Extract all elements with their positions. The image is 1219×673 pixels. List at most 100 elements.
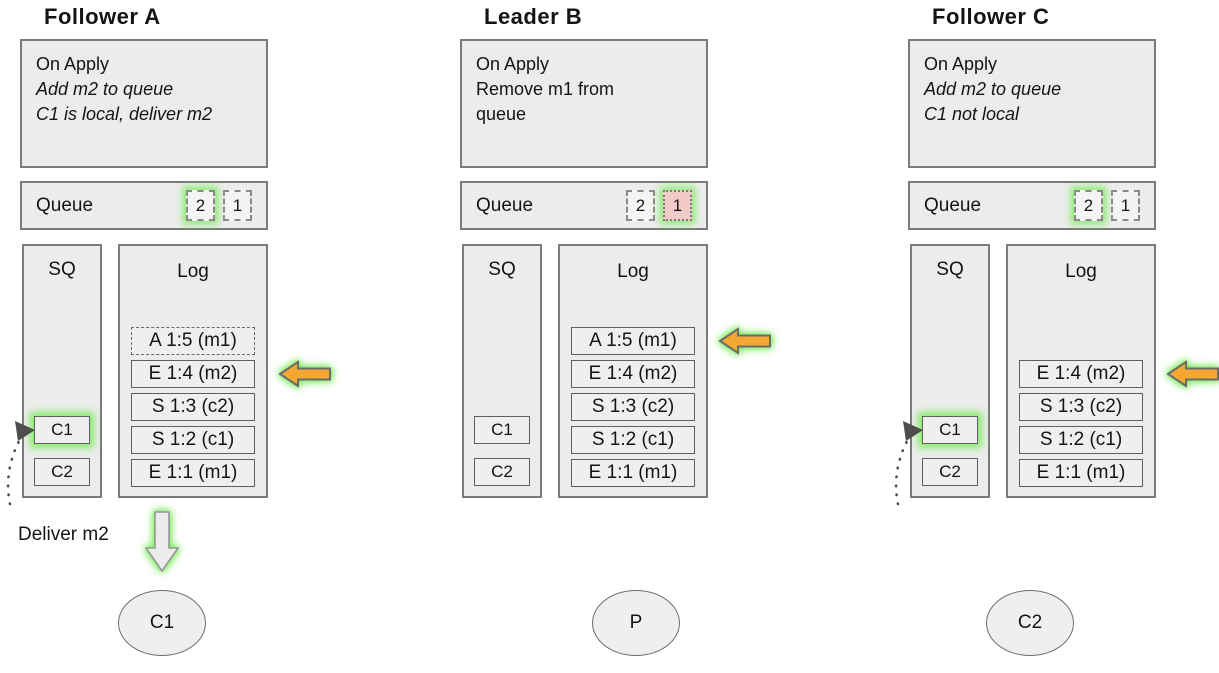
log-label: Log bbox=[617, 261, 649, 282]
orange-left-arrow-icon bbox=[718, 327, 771, 355]
queue-item: 2 bbox=[186, 190, 215, 221]
dotted-pointer-arrow-icon bbox=[894, 421, 923, 506]
log-entry: E 1:4 (m2) bbox=[131, 360, 331, 388]
log-entry-label: E 1:1 (m1) bbox=[588, 462, 678, 483]
sq-item: C1 bbox=[34, 416, 90, 444]
sq-item-value: C2 bbox=[939, 462, 961, 481]
log-entries: A 1:5 (m1) E 1:4 (m2) S 1:3 (c2) S 1:2 (… bbox=[131, 327, 331, 487]
queue-item-value: 1 bbox=[672, 195, 683, 215]
deliver-down-arrow-icon bbox=[145, 511, 179, 573]
log-entry: E 1:1 (m1) bbox=[131, 459, 255, 487]
queue-item-value: 2 bbox=[195, 195, 206, 215]
client-node-label: C2 bbox=[1017, 612, 1043, 633]
follower-c-panel: Follower C On Apply Add m2 to queue C1 n… bbox=[894, 0, 1219, 673]
queue-item: 2 bbox=[626, 190, 655, 221]
log-entry-label: S 1:2 (c1) bbox=[151, 429, 235, 450]
log-label: Log bbox=[177, 261, 209, 282]
sq-item-value: C1 bbox=[51, 420, 73, 439]
log-entry-label: E 1:4 (m2) bbox=[588, 363, 678, 384]
on-apply-line: queue bbox=[476, 104, 527, 124]
queue-item: 2 bbox=[1074, 190, 1103, 221]
log-entry-label: A 1:5 (m1) bbox=[149, 330, 237, 351]
log-box: Log A 1:5 (m1) E 1:4 (m2) S 1:3 (c2) S 1… bbox=[558, 244, 771, 498]
orange-left-arrow-icon bbox=[1166, 360, 1219, 388]
log-entry: S 1:3 (c2) bbox=[1019, 393, 1143, 421]
sq-item: C2 bbox=[34, 458, 90, 486]
log-entry-label: E 1:1 (m1) bbox=[1036, 462, 1126, 483]
queue-items: 2 1 bbox=[186, 190, 252, 221]
orange-left-arrow-icon bbox=[278, 360, 331, 388]
log-entries: E 1:4 (m2) S 1:3 (c2) S 1:2 (c1) E 1:1 (… bbox=[1019, 360, 1219, 487]
deliver-label: Deliver m2 bbox=[18, 524, 109, 545]
queue-item-value: 2 bbox=[635, 195, 646, 215]
log-entry: E 1:1 (m1) bbox=[1019, 459, 1143, 487]
on-apply-box: On Apply Add m2 to queue C1 not local bbox=[908, 39, 1156, 168]
queue-item: 1 bbox=[223, 190, 252, 221]
log-label: Log bbox=[1065, 261, 1097, 282]
log-entry: S 1:2 (c1) bbox=[131, 426, 255, 454]
log-entry: E 1:4 (m2) bbox=[1019, 360, 1219, 388]
leader-b-panel: Leader B On Apply Remove m1 from queue Q… bbox=[460, 0, 771, 673]
on-apply-line: Add m2 to queue bbox=[36, 79, 174, 99]
dotted-pointer-arrow-icon bbox=[6, 421, 35, 506]
proposer-node: P bbox=[592, 590, 680, 656]
sq-item: C2 bbox=[474, 458, 530, 486]
sq-item-value: C1 bbox=[491, 420, 513, 439]
follower-a-panel: Follower A On Apply Add m2 to queue C1 i… bbox=[6, 0, 331, 673]
log-entry-label: E 1:4 (m2) bbox=[148, 363, 238, 384]
on-apply-line: On Apply bbox=[36, 54, 110, 74]
send-queue-box: SQ C1 C2 bbox=[22, 244, 102, 498]
log-entry-label: A 1:5 (m1) bbox=[589, 330, 677, 351]
sq-item-value: C1 bbox=[939, 420, 961, 439]
client-node: C2 bbox=[986, 590, 1074, 656]
queue-items: 2 1 bbox=[626, 190, 692, 221]
log-entry-label: S 1:2 (c1) bbox=[1039, 429, 1123, 450]
queue-bar: Queue 2 1 bbox=[460, 181, 708, 230]
log-entries: A 1:5 (m1) E 1:4 (m2) S 1:3 (c2) S 1:2 (… bbox=[571, 327, 771, 487]
sq-item: C1 bbox=[474, 416, 530, 444]
sq-label: SQ bbox=[936, 259, 964, 280]
on-apply-line: Add m2 to queue bbox=[924, 79, 1062, 99]
queue-bar: Queue 2 1 bbox=[20, 181, 268, 230]
queue-item-value: 2 bbox=[1083, 195, 1094, 215]
log-entry-label: S 1:3 (c2) bbox=[151, 396, 235, 417]
log-box: Log A 1:5 (m1) E 1:4 (m2) S 1:3 (c2) S 1… bbox=[118, 244, 331, 498]
sq-item-value: C2 bbox=[51, 462, 73, 481]
send-queue-box: SQ C1 C2 bbox=[910, 244, 990, 498]
on-apply-line: Remove m1 from bbox=[476, 79, 615, 99]
log-entry: E 1:1 (m1) bbox=[571, 459, 695, 487]
queue-label: Queue bbox=[476, 194, 534, 216]
log-entry-label: E 1:4 (m2) bbox=[1036, 363, 1126, 384]
queue-item-value: 1 bbox=[1120, 195, 1131, 215]
queue-label: Queue bbox=[36, 194, 94, 216]
queue-label: Queue bbox=[924, 194, 982, 216]
log-entry: S 1:3 (c2) bbox=[571, 393, 695, 421]
sq-label: SQ bbox=[488, 259, 516, 280]
column-title: Follower C bbox=[932, 4, 1050, 29]
sq-item: C2 bbox=[922, 458, 978, 486]
sq-items: C1 C2 bbox=[24, 416, 100, 486]
column-title: Follower A bbox=[44, 4, 161, 29]
log-box: Log E 1:4 (m2) S 1:3 (c2) S 1:2 (c1) E 1… bbox=[1006, 244, 1219, 498]
on-apply-box: On Apply Remove m1 from queue bbox=[460, 39, 708, 168]
log-entry-label: S 1:2 (c1) bbox=[591, 429, 675, 450]
queue-item: 1 bbox=[1111, 190, 1140, 221]
send-queue-box: SQ C1 C2 bbox=[462, 244, 542, 498]
sq-item: C1 bbox=[922, 416, 978, 444]
sq-label: SQ bbox=[48, 259, 76, 280]
on-apply-line: C1 not local bbox=[924, 104, 1020, 124]
column-title: Leader B bbox=[484, 4, 583, 29]
log-entry: A 1:5 (m1) bbox=[131, 327, 255, 355]
log-entry: S 1:3 (c2) bbox=[131, 393, 255, 421]
on-apply-line: On Apply bbox=[924, 54, 998, 74]
on-apply-line: On Apply bbox=[476, 54, 550, 74]
log-entry-label: S 1:3 (c2) bbox=[1039, 396, 1123, 417]
queue-items: 2 1 bbox=[1074, 190, 1140, 221]
queue-bar: Queue 2 1 bbox=[908, 181, 1156, 230]
queue-item-removed: 1 bbox=[663, 190, 692, 221]
client-node-label: C1 bbox=[149, 612, 175, 633]
log-entry: S 1:2 (c1) bbox=[571, 426, 695, 454]
queue-item-value: 1 bbox=[232, 195, 243, 215]
sq-item-value: C2 bbox=[491, 462, 513, 481]
